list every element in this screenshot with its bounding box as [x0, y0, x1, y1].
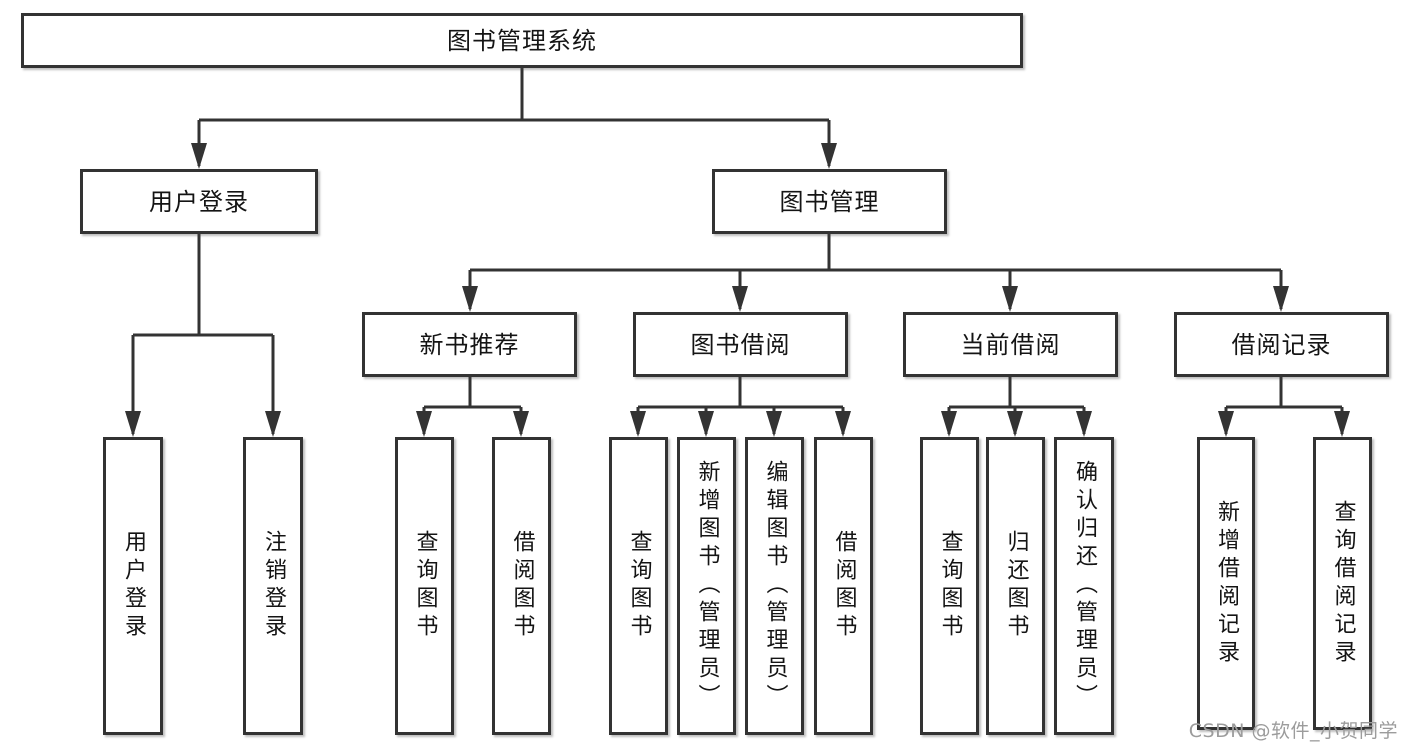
node-leaf-search-books-2: 查询图书 [609, 437, 668, 735]
node-leaf-confirm-return-admin: 确认归还（管理员） [1054, 437, 1114, 735]
node-label: 归还图书 [1003, 530, 1029, 642]
node-leaf-search-borrow-record: 查询借阅记录 [1313, 437, 1372, 730]
node-leaf-add-book-admin: 新增图书（管理员） [677, 437, 736, 735]
node-label: 当前借阅 [960, 330, 1061, 359]
node-label: 查询图书 [626, 530, 652, 642]
node-book-borrowing: 图书借阅 [633, 312, 848, 377]
node-label: 查询借阅记录 [1330, 499, 1356, 668]
connector-book-management-children [462, 234, 1289, 312]
node-label: 借阅图书 [831, 530, 857, 642]
node-book-management: 图书管理 [712, 169, 947, 234]
connector-user-login-children [125, 234, 281, 437]
node-current-borrowing: 当前借阅 [903, 312, 1118, 377]
node-leaf-logout: 注销登录 [243, 437, 303, 735]
node-label: 新增借阅记录 [1214, 499, 1239, 668]
watermark-text: CSDN @软件_小贺同学 [1188, 720, 1398, 742]
connector-borrow-record-children [1218, 377, 1350, 437]
node-label: 确认归还（管理员） [1072, 460, 1097, 712]
node-label: 图书借阅 [690, 330, 791, 359]
node-leaf-borrow-books-1: 借阅图书 [492, 437, 551, 735]
node-label: 注销登录 [261, 530, 286, 642]
node-leaf-add-borrow-record: 新增借阅记录 [1197, 437, 1255, 730]
node-leaf-user-login: 用户登录 [103, 437, 163, 735]
node-label: 借阅记录 [1231, 330, 1332, 359]
connector-book-borrow-children [630, 377, 851, 437]
node-borrowing-records: 借阅记录 [1174, 312, 1389, 377]
node-leaf-return-book: 归还图书 [986, 437, 1045, 735]
node-leaf-edit-book-admin: 编辑图书（管理员） [745, 437, 804, 735]
node-label: 查询图书 [937, 530, 963, 642]
connector-current-borrow-children [941, 377, 1092, 437]
node-new-book-recommend: 新书推荐 [362, 312, 577, 377]
node-label: 借阅图书 [509, 530, 535, 642]
node-leaf-borrow-books-2: 借阅图书 [814, 437, 873, 735]
node-label: 图书管理系统 [447, 26, 597, 55]
node-user-login: 用户登录 [80, 169, 318, 234]
node-label: 用户登录 [121, 530, 146, 642]
node-leaf-search-books-3: 查询图书 [920, 437, 979, 735]
node-label: 编辑图书（管理员） [762, 460, 788, 712]
node-library-management-system: 图书管理系统 [21, 13, 1023, 68]
connector-root-to-level2 [191, 68, 837, 169]
node-label: 图书管理 [779, 187, 880, 216]
node-label: 新书推荐 [419, 330, 520, 359]
connector-new-book-children [416, 377, 529, 437]
node-leaf-search-books-1: 查询图书 [395, 437, 454, 735]
node-label: 用户登录 [149, 187, 249, 216]
node-label: 新增图书（管理员） [694, 460, 720, 712]
node-label: 查询图书 [412, 530, 438, 642]
